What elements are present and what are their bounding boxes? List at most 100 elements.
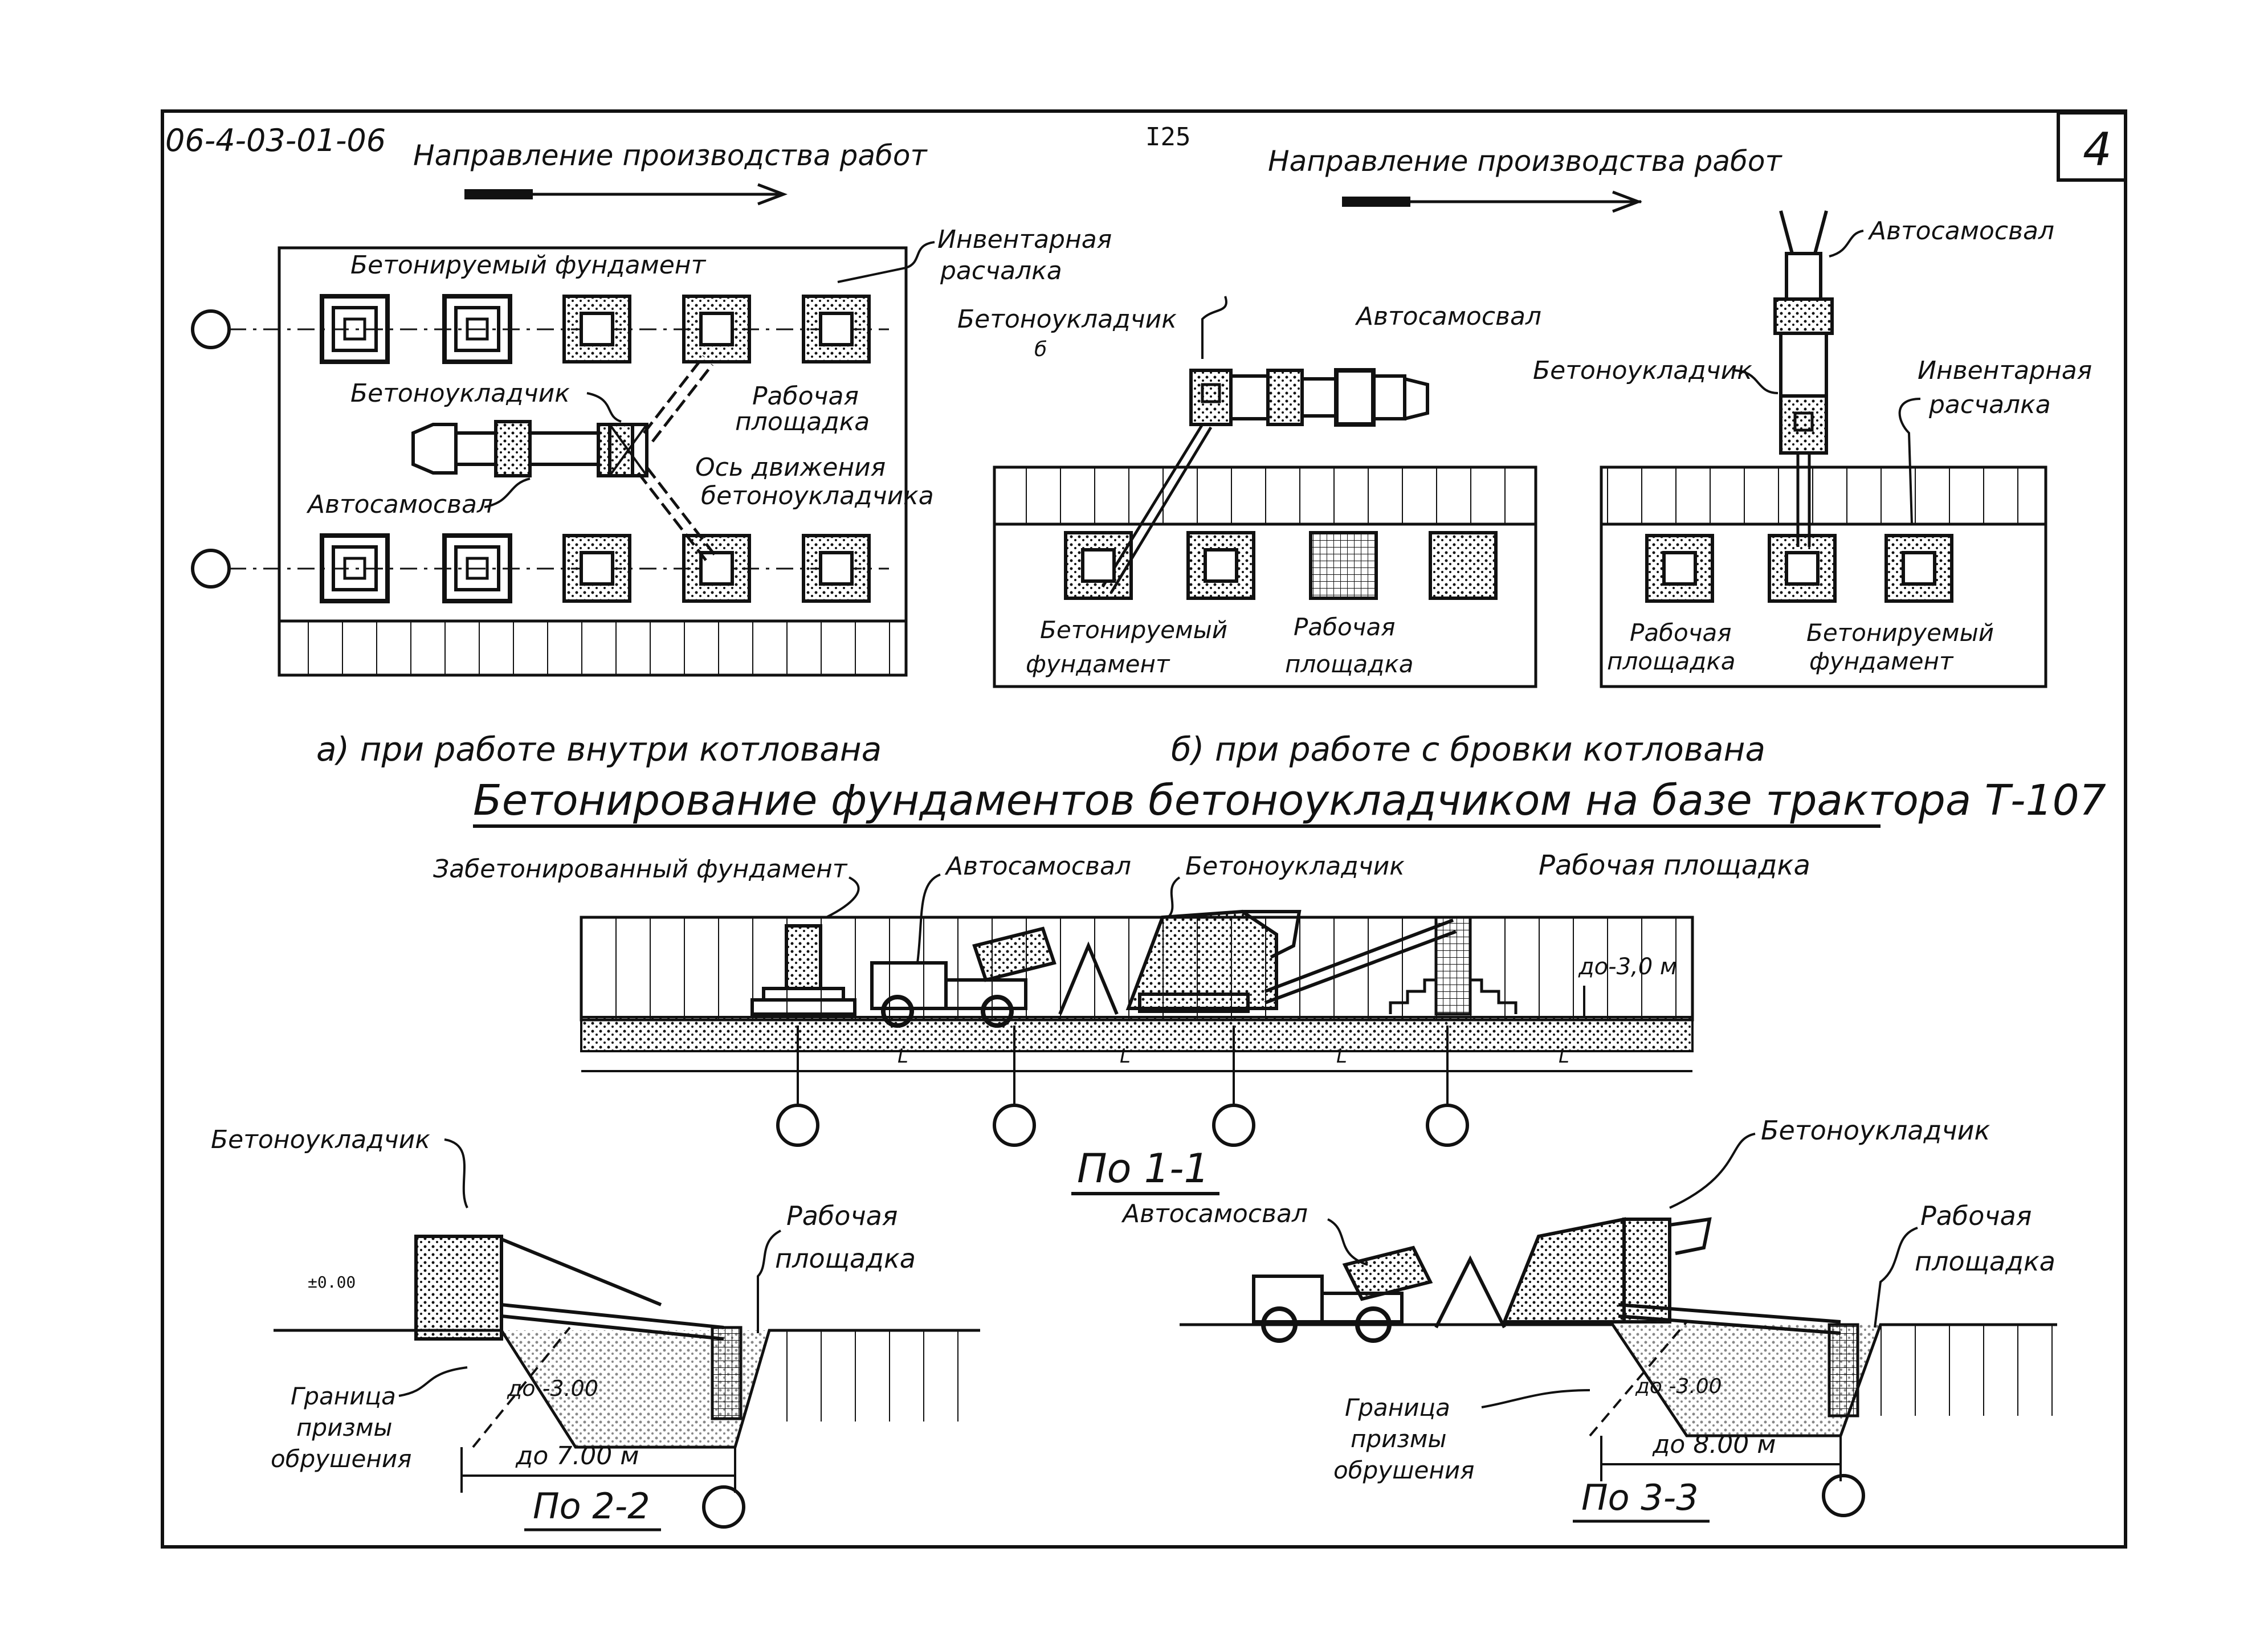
elevation-label-paver: Бетоноукладчик [1185,852,1405,881]
section-2-label-platform-2: площадка [775,1243,916,1274]
plan-b-label-foundation-2a: Бетонируемый [1806,619,1994,647]
plan-a-direction-arrow [464,183,788,206]
plan-b-label-paver-1: Бетоноукладчик [957,305,1177,334]
elevation-platform [1389,916,1518,1016]
section-2-label-paver: Бетоноукладчик [211,1125,430,1154]
section-2-label-collapse-3: обрушения [271,1445,411,1473]
elevation-span-2: L [1120,1045,1131,1068]
section-2-label-collapse-1: Граница [291,1382,396,1410]
section-3-label-collapse-3: обрушения [1333,1456,1474,1484]
elevation-span-4: L [1559,1045,1569,1068]
elevation-span-3: L [1336,1045,1347,1068]
plan-b-direction-arrow [1342,190,1643,213]
main-title: Бетонирование фундаментов бетоноукладчик… [473,776,2106,825]
elevation-height-note: до-3,0 м [1578,954,1677,980]
section-2-paver [414,1235,743,1420]
elevation-label-platform: Рабочая площадка [1539,849,1810,881]
plan-b-label-platform-2a: Рабочая [1630,619,1731,647]
plan-a-axis-bubble-1 [191,309,231,349]
plan-a-label-bracing-2: расчалка [940,256,1062,285]
elevation-label-truck: Автосамосвал [944,852,1131,881]
plan-a-foundation-row-1 [320,294,871,364]
section-2-caption: По 2-2 [533,1485,650,1527]
plan-b-caption: б) при работе с бровки котлована [1171,730,1765,769]
plan-b-label-paver-2: Бетоноукладчик [1533,356,1752,385]
section-2-wall-hatch [769,1330,980,1422]
plan-b-label-platform-1b: площадка [1285,650,1413,678]
plan-b-label-platform-2b: площадка [1607,647,1735,675]
plan-b-direction-label: Направление производства работ [1268,145,1782,178]
elevation-1-1: Забетонированный фундамент Автосамосвал … [433,849,1810,1195]
section-3-paver [1434,1217,1859,1418]
plan-b-section-mark: б [1034,338,1047,361]
plan-b-right-foundations [1645,534,1953,603]
plan-b-label-bracing-2a: Инвентарная [1918,356,2092,385]
plan-b-label-bracing-2b: расчалка [1928,390,2051,419]
plan-a-label-bracing-1: Инвентарная [937,225,1112,254]
section-3-label-collapse-2: призмы [1351,1425,1447,1453]
plan-a-paver-boom [637,355,716,562]
page-number: I25 [1145,122,1190,152]
plan-a-truck-and-paver [411,420,648,477]
plan-b-label-foundation-1b: фундамент [1026,650,1170,678]
sheet-index-box [2057,111,2127,182]
elevation-axis-bubble-2 [993,1104,1036,1147]
plan-b-label-platform-1a: Рабочая [1294,613,1395,641]
plan-b-label-foundation-1a: Бетонируемый [1040,616,1227,644]
section-3-width: до 8.00 м [1652,1430,1776,1459]
section-3-label-truck: Автосамосвал [1121,1199,1308,1228]
section-3-truck [1252,1245,1433,1343]
plan-b: Направление производства работ Бетоноукл… [957,145,2092,769]
section-3-axis-bubble [1822,1474,1865,1517]
section-2-2: Бетоноукладчик Рабочая площадка ±0.00 Гр… [211,1125,980,1531]
plan-a-label-paver: Бетоноукладчик [350,379,570,408]
plan-b-left-foundations [1064,531,1498,600]
plan-b-left-pit [993,522,1537,688]
plan-b-label-foundation-2b: фундамент [1809,647,1954,675]
elevation-done-foundation [750,924,856,1016]
section-3-3: Бетоноукладчик Автосамосвал Рабочая площ… [1121,1115,2057,1523]
plan-a-label-axis-1: Ось движения [695,453,886,482]
section-2-axis-bubble [702,1485,745,1529]
section-3-label-platform-1: Рабочая [1920,1200,2032,1231]
plan-a-foundation-row-2 [320,533,871,603]
plan-b-label-truck-1: Автосамосвал [1355,302,1541,331]
sheet-code: 06-4-03-01-06 [165,122,386,158]
plan-a-label-truck: Автосамосвал [306,490,493,519]
section-3-label-platform-2: площадка [1915,1246,2055,1277]
elevation-caption: По 1-1 [1077,1145,1209,1192]
plan-b-label-truck-2: Автосамосвал [1867,217,2054,246]
section-2-width: до 7.00 м [515,1441,639,1471]
plan-a-pit-wall [278,619,908,677]
elevation-axis-bubble-1 [776,1104,819,1147]
plan-b-right-pit [1600,522,2047,688]
sheet-frame [161,109,2127,1549]
elevation-axis-bubble-4 [1426,1104,1469,1147]
section-2-label-platform-1: Рабочая [786,1200,898,1231]
section-2-depth: до -3.00 [507,1376,598,1401]
plan-b-left-pit-wall [993,465,1537,526]
plan-a: Направление производства работ [191,139,1112,769]
elevation-paver [1058,909,1457,1015]
plan-a-caption: а) при работе внутри котлована [316,730,882,769]
plan-a-label-axis-2: бетоноукладчика [701,481,934,510]
elevation-ground [580,1016,1694,1052]
plan-b-left-vehicles [1189,368,1429,427]
elevation-truck [870,926,1057,1028]
plan-a-label-platform-1: Рабочая [752,382,859,411]
sheet-index: 4 [2083,123,2112,176]
plan-a-direction-label: Направление производства работ [413,139,928,172]
section-3-label-collapse-1: Граница [1345,1394,1450,1422]
elevation-axis-bubble-3 [1212,1104,1255,1147]
plan-b-right-vehicles [1773,210,1834,547]
section-3-depth: до -3.00 [1635,1375,1722,1398]
plan-a-label-platform-2: площадка [735,407,870,436]
section-2-label-zero: ±0.00 [308,1273,356,1292]
elevation-span-1: L [898,1045,908,1068]
section-3-wall-hatch [1881,1325,2057,1416]
elevation-label-done-foundation: Забетонированный фундамент [433,855,848,884]
plan-b-right-pit-wall [1600,465,2047,526]
section-3-label-paver: Бетоноукладчик [1761,1115,1990,1146]
section-3-caption: По 3-3 [1581,1477,1699,1518]
